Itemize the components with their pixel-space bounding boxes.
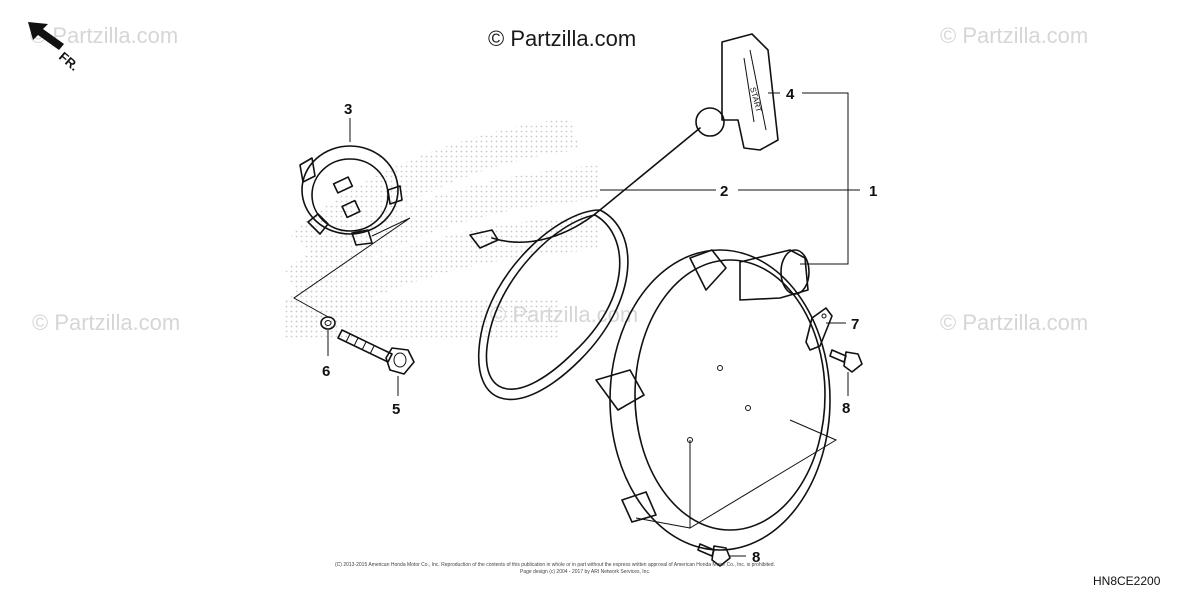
callout-1: 1: [869, 183, 877, 200]
recoil-starter-housing: [595, 249, 831, 551]
leader-lines: [293, 92, 860, 557]
copyright-line-2: Page design (c) 2004 - 2017 by ARI Netwo…: [520, 569, 650, 575]
watermark-top-right: © Partzilla.com: [940, 23, 1088, 48]
callout-8-lower: 8: [752, 549, 760, 566]
setting-plate-part: [805, 307, 833, 351]
front-direction-label: FR.: [56, 49, 82, 74]
small-bolt-upper: [829, 349, 863, 373]
callout-4: 4: [786, 86, 795, 103]
callout-8-upper: 8: [842, 400, 850, 417]
watermark-mid-left: © Partzilla.com: [32, 310, 180, 335]
small-bolt-lower: [697, 543, 731, 567]
diagram-code: HN8CE2200: [1093, 574, 1161, 588]
callout-2: 2: [720, 183, 728, 200]
watermark-mid-center: © Partzilla.com: [490, 302, 638, 327]
watermark-mid-right: © Partzilla.com: [940, 310, 1088, 335]
starter-pulley-part: [299, 145, 403, 246]
watermark-top: © Partzilla.com: [488, 26, 636, 51]
starter-rope-part: [469, 127, 701, 401]
callouts: 1 2 3 4 5 6 7 8 8: [322, 86, 877, 566]
honda-wing-watermark: [285, 118, 600, 340]
callout-5: 5: [392, 401, 400, 418]
callout-3: 3: [344, 101, 352, 118]
callout-7: 7: [851, 316, 859, 333]
flange-bolt-part: [337, 329, 415, 375]
callout-6: 6: [322, 363, 330, 380]
copyright-line-1: (C) 2013-2015 American Honda Motor Co., …: [335, 562, 775, 568]
starter-grip-part: START: [695, 33, 779, 151]
